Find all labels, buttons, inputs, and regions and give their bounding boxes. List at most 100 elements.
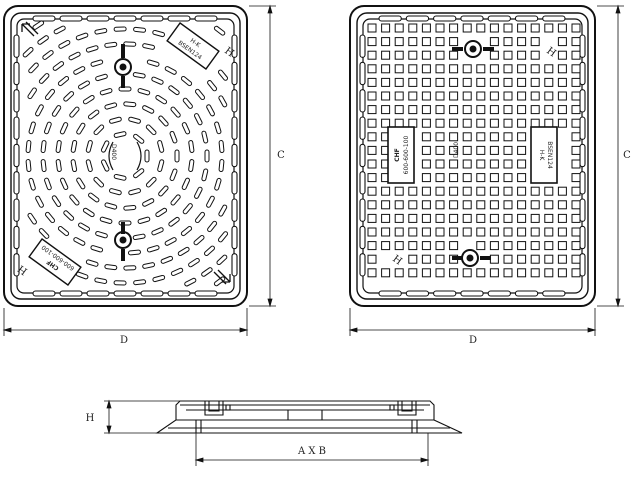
plate-text: CHF (394, 148, 401, 162)
grid-square (367, 37, 377, 47)
rim-slot (579, 225, 586, 250)
grid-square (435, 77, 445, 87)
left-corner-arrow-bottom (213, 269, 231, 285)
rim-slot (359, 116, 366, 140)
grid-square (421, 227, 431, 237)
grid-square (381, 37, 391, 47)
grid-square (394, 268, 404, 278)
rim-slot (579, 171, 586, 195)
grid-square (421, 241, 431, 251)
grid-square (462, 118, 472, 128)
pattern-dash (38, 73, 50, 84)
grid-square (517, 23, 527, 33)
grid-square (530, 227, 540, 237)
grid-square (517, 173, 527, 183)
pattern-dash (25, 159, 32, 173)
left-dim-d-label: D (120, 335, 128, 346)
grid-square (408, 23, 418, 33)
pattern-dash (144, 149, 150, 163)
grid-square (408, 37, 418, 47)
grid-square (517, 159, 527, 169)
section-view (155, 400, 463, 434)
pattern-dash (157, 140, 165, 153)
grid-square (408, 200, 418, 210)
grid-square (571, 268, 581, 278)
pattern-dash (95, 230, 108, 239)
rim-slot (59, 290, 83, 297)
pattern-dash (213, 276, 226, 287)
grid-square (571, 77, 581, 87)
grid-square (557, 37, 567, 47)
grid-square (394, 118, 404, 128)
right-dim-c-label: C (623, 150, 631, 161)
pattern-dash (70, 159, 78, 173)
grid-square (449, 64, 459, 74)
pattern-dash (155, 94, 168, 105)
rim-slot (514, 15, 539, 22)
left-outer-frame (3, 5, 248, 307)
grid-square (489, 213, 499, 223)
grid-square (462, 173, 472, 183)
grid-square (544, 91, 554, 101)
pattern-dash (35, 104, 44, 117)
grid-square (530, 241, 540, 251)
pattern-dash (193, 113, 203, 126)
section-notch-left (225, 404, 231, 411)
grid-square (462, 77, 472, 87)
grid-square (503, 77, 513, 87)
pattern-dash (145, 124, 157, 136)
right-plate-left: CHF 600-600-100 (387, 126, 415, 184)
grid-square (544, 268, 554, 278)
grid-square (408, 241, 418, 251)
grid-square (367, 23, 377, 33)
pattern-dash (158, 115, 169, 127)
grid-square (421, 105, 431, 115)
pattern-dash (158, 185, 169, 197)
grid-square (421, 91, 431, 101)
left-inner-frame (10, 12, 241, 300)
grid-square (421, 50, 431, 60)
grid-square (449, 118, 459, 128)
grid-square (367, 64, 377, 74)
grid-square (530, 200, 540, 210)
grid-square (489, 105, 499, 115)
section-dim-axb-label: A X B (297, 446, 326, 457)
grid-square (530, 77, 540, 87)
grid-square (557, 213, 567, 223)
section-lug-right (397, 401, 417, 416)
pattern-dash (58, 40, 71, 49)
pattern-dash (169, 130, 178, 144)
rim-slot (32, 15, 56, 22)
grid-square (557, 227, 567, 237)
grid-square (421, 118, 431, 128)
grid-square (421, 37, 431, 47)
grid-square (571, 91, 581, 101)
grid-square (462, 64, 472, 74)
rim-slot (487, 15, 511, 22)
grid-square (489, 50, 499, 60)
rim-slot (231, 143, 238, 168)
grid-square (381, 268, 391, 278)
grid-square (489, 118, 499, 128)
rim-slot (405, 290, 430, 297)
pattern-dash (218, 204, 228, 217)
grid-square (367, 118, 377, 128)
pattern-dash (113, 26, 127, 32)
grid-square (367, 50, 377, 60)
grid-square (476, 132, 486, 142)
rim-slot (231, 34, 238, 58)
pattern-dash (28, 62, 39, 74)
pattern-dash (85, 140, 93, 153)
grid-square (476, 91, 486, 101)
grid-square (557, 50, 567, 60)
grid-square (503, 227, 513, 237)
grid-square (381, 186, 391, 196)
grid-square (544, 64, 554, 74)
section-dim-h (104, 399, 180, 435)
rim-slot (13, 198, 20, 222)
grid-square (517, 132, 527, 142)
grid-square (489, 145, 499, 155)
rim-slot (231, 225, 238, 250)
grid-square (421, 132, 431, 142)
